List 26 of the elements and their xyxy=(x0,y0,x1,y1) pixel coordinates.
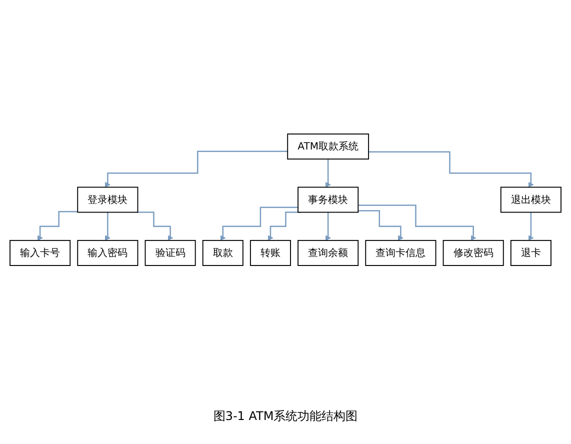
node-box xyxy=(77,240,138,266)
arrow xyxy=(220,206,298,241)
node-box xyxy=(365,240,436,266)
node-box xyxy=(442,240,504,266)
caption: 图3-1 ATM系统功能结构图 xyxy=(213,408,358,425)
node-box xyxy=(144,240,196,266)
arrow xyxy=(358,204,476,241)
node-box xyxy=(250,240,291,266)
node-box xyxy=(298,187,359,213)
arrow xyxy=(37,211,78,241)
arrow xyxy=(358,210,404,241)
node-box xyxy=(500,187,562,213)
arrow xyxy=(104,212,110,241)
node-box xyxy=(10,240,71,266)
node-box xyxy=(298,240,359,266)
arrow xyxy=(104,151,288,188)
arrow xyxy=(137,212,174,241)
arrow xyxy=(528,212,534,241)
node-box xyxy=(510,240,552,266)
arrow xyxy=(325,212,331,241)
node-box xyxy=(77,187,138,213)
arrow xyxy=(325,158,331,188)
structure-chart: ATM取款系统 登录模块 事务模块 退出模块 输入卡号 输入密码 验证码 取款 转账 查询余额 查询卡信息 修改密码 退卡 xyxy=(5,129,566,271)
node-box xyxy=(287,134,370,160)
node-box xyxy=(202,240,244,266)
arrow xyxy=(368,151,534,188)
